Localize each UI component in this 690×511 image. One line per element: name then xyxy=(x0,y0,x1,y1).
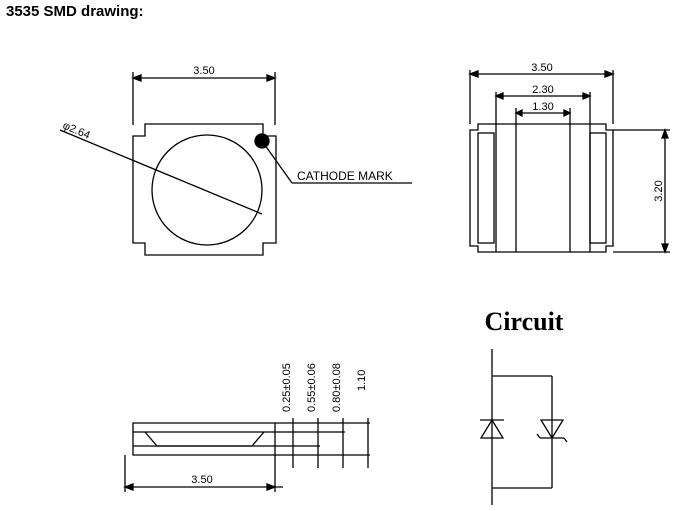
profile-view xyxy=(123,418,370,492)
profile-width-dim: 3.50 xyxy=(191,474,212,486)
circuit-diagram xyxy=(479,349,568,505)
led-diode-down-icon xyxy=(539,419,565,440)
diameter-leader xyxy=(59,129,263,215)
profile-dim-2: 0.80±0.08 xyxy=(331,363,343,412)
left-pad xyxy=(477,132,495,244)
profile-dim-1: 0.55±0.06 xyxy=(306,363,318,412)
side-pad-dim: 1.30 xyxy=(532,101,553,113)
top-diameter-dim: φ2.64 xyxy=(61,120,92,142)
side-height-dim: 3.20 xyxy=(653,180,665,201)
lens-circle xyxy=(151,134,263,246)
right-pad xyxy=(589,132,607,244)
cathode-mark-label: CATHODE MARK xyxy=(297,169,393,183)
profile-outline xyxy=(132,422,276,456)
circuit-title: Circuit xyxy=(485,307,564,336)
page-title: 3535 SMD drawing: xyxy=(6,3,144,20)
side-outline xyxy=(469,123,614,253)
tvs-diode-up-icon xyxy=(479,418,505,439)
top-view xyxy=(59,72,412,256)
profile-dim-0: 0.25±0.05 xyxy=(281,363,293,412)
side-view xyxy=(468,70,670,254)
side-inner-dim: 2.30 xyxy=(532,84,553,96)
profile-dim-3: 1.10 xyxy=(356,370,368,391)
top-width-dim: 3.50 xyxy=(193,65,214,77)
side-width-dim: 3.50 xyxy=(531,62,552,74)
